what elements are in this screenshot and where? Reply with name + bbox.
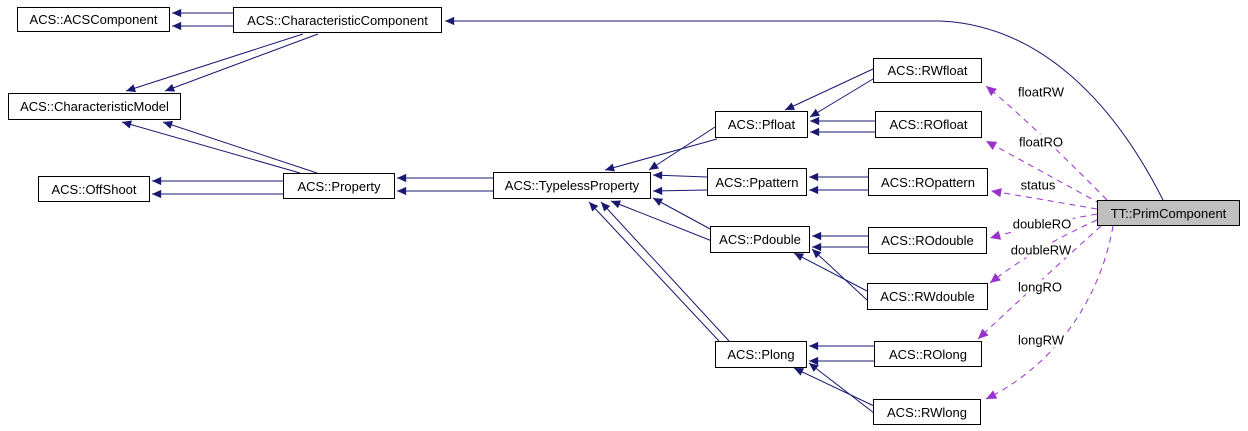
edge-label-longRO: longRO (1016, 279, 1064, 295)
class-node-rwfloat[interactable]: ACS::RWfloat (873, 58, 982, 83)
class-node-offshoot[interactable]: ACS::OffShoot (38, 176, 150, 202)
edge-label-status: status (1019, 177, 1057, 193)
class-node-plong[interactable]: ACS::Plong (715, 341, 807, 368)
edge-label-floatRW: floatRW (1017, 84, 1065, 100)
edge-primcomponent-to-rwfloat (985, 85, 1108, 201)
edge-rwdouble-to-pdouble (793, 252, 868, 292)
class-node-rolong[interactable]: ACS::ROlong (874, 341, 982, 367)
edge-primcomponent-to-ropattern (990, 188, 1098, 210)
edge-group (121, 8, 1164, 414)
edge-characteristiccomponent-to-characteristicmodel (125, 33, 304, 93)
class-node-rwdouble[interactable]: ACS::RWdouble (867, 283, 988, 310)
edge-ppattern-to-typelessproperty (652, 171, 708, 180)
class-node-characteristiccomponent[interactable]: ACS::CharacteristicComponent (233, 7, 442, 33)
edge-property-to-characteristicmodel (121, 120, 301, 174)
edge-label-doubleRO: doubleRO (1011, 216, 1073, 232)
edge-characteristiccomponent-to-characteristicmodel (164, 33, 319, 92)
edge-pdouble-to-typelessproperty (652, 197, 713, 231)
edge-primcomponent-to-rofloat (985, 140, 1102, 205)
edge-property-to-characteristicmodel (162, 120, 318, 174)
edge-primcomponent-to-characteristiccomponent (444, 16, 1164, 201)
edge-label-doubleRW: doubleRW (1009, 242, 1073, 258)
edge-primcomponent-to-rwlong (985, 225, 1114, 400)
edge-rwfloat-to-pfloat (809, 78, 874, 118)
edge-plong-to-typelessproperty (588, 201, 720, 342)
edge-label-floatRO: floatRO (1017, 134, 1065, 150)
edge-rwdouble-to-pdouble (811, 248, 868, 301)
edge-rwlong-to-plong (808, 362, 875, 414)
class-node-rofloat[interactable]: ACS::ROfloat (875, 111, 982, 138)
class-node-typelessproperty[interactable]: ACS::TypelessProperty (493, 172, 651, 199)
edge-primcomponent-to-rwdouble (989, 219, 1098, 284)
class-node-ropattern[interactable]: ACS::ROpattern (868, 168, 988, 196)
class-node-acscomponent[interactable]: ACS::ACSComponent (17, 7, 170, 32)
class-node-rwlong[interactable]: ACS::RWlong (873, 399, 981, 425)
class-node-pfloat[interactable]: ACS::Pfloat (715, 111, 808, 138)
edge-plong-to-typelessproperty (600, 201, 730, 342)
class-node-characteristicmodel[interactable]: ACS::CharacteristicModel (8, 93, 181, 120)
class-node-primcomponent[interactable]: TT::PrimComponent (1097, 200, 1240, 226)
class-node-property[interactable]: ACS::Property (283, 173, 395, 199)
class-node-pdouble[interactable]: ACS::Pdouble (710, 226, 810, 253)
edge-pdouble-to-typelessproperty (610, 200, 713, 242)
edge-ppattern-to-typelessproperty (652, 186, 708, 195)
edge-rwfloat-to-pfloat (784, 68, 874, 111)
edge-rwlong-to-plong (793, 367, 875, 407)
class-node-ppattern[interactable]: ACS::Ppattern (707, 168, 807, 196)
edge-label-longRW: longRW (1016, 332, 1066, 348)
class-node-rodouble[interactable]: ACS::ROdouble (868, 227, 987, 254)
edge-pfloat-to-typelessproperty (604, 138, 718, 172)
